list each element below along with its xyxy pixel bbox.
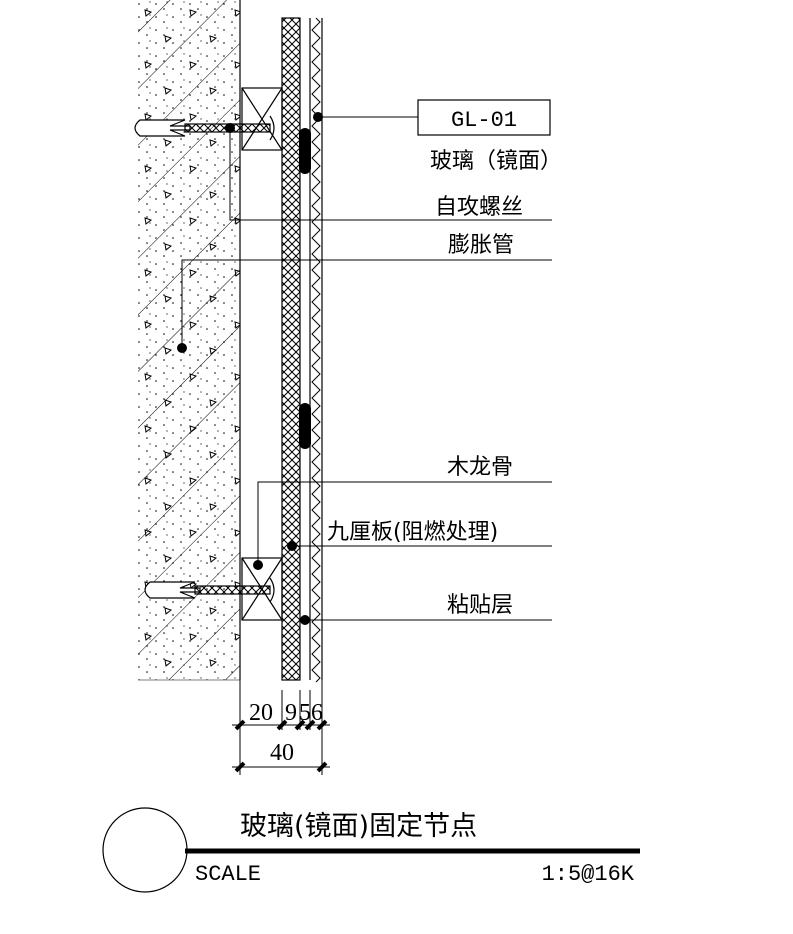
- dim-5: 5: [299, 700, 311, 726]
- label-keel: 木龙骨: [447, 455, 513, 480]
- leader-lines: [181, 116, 552, 621]
- dim-20: 20: [249, 700, 273, 726]
- screw-anchor-bottom: [144, 577, 275, 603]
- dim-9: 9: [285, 700, 297, 726]
- detail-circle: [102, 807, 188, 893]
- label-screw: 自攻螺丝: [435, 195, 523, 220]
- label-adhesive: 粘贴层: [447, 593, 513, 618]
- dim-6: 6: [311, 700, 323, 726]
- code-box: [417, 99, 551, 136]
- concrete-wall: [138, 0, 241, 681]
- dimension-ticks: [234, 719, 328, 773]
- label-glass: 玻璃（镜面）: [430, 149, 562, 174]
- adhesive-blob: [299, 128, 311, 174]
- material-code: GL-01: [451, 108, 517, 133]
- adhesive-blob: [299, 403, 311, 449]
- scale-value: 1:5@16K: [542, 862, 635, 887]
- label-anchor: 膨胀管: [448, 233, 514, 258]
- drawing-title: 玻璃(镜面)固定节点: [240, 811, 477, 842]
- scale-label: SCALE: [195, 862, 261, 887]
- label-plywood: 九厘板(阻燃处理): [327, 520, 498, 545]
- leader-dots: [177, 112, 323, 625]
- wood-keel-top: [241, 87, 283, 151]
- dim-40: 40: [270, 740, 294, 766]
- glass-layer: [311, 17, 323, 683]
- plywood-layer: [281, 17, 301, 681]
